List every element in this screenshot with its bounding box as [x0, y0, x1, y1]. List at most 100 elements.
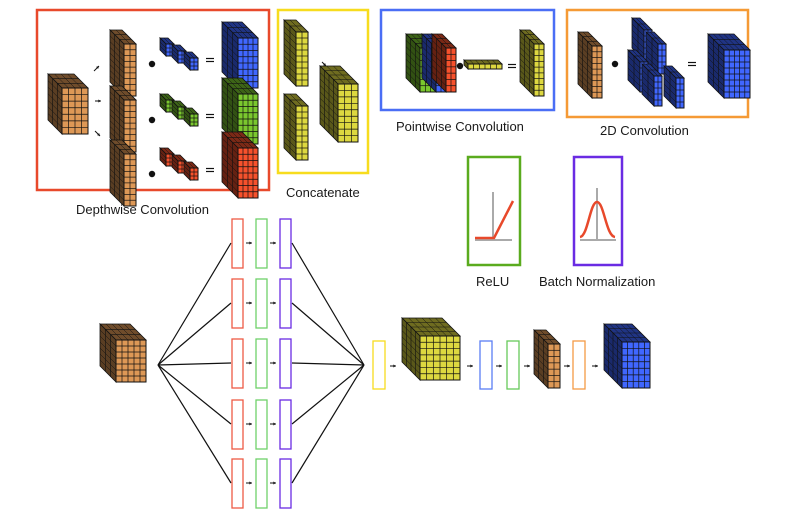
branch-connector: [157, 242, 232, 366]
relu-icon: [475, 192, 515, 241]
branch-connector: [157, 302, 232, 366]
branch-connector: [291, 364, 365, 484]
arrow-icon: [246, 361, 252, 365]
pointwise-convolution-label: Pointwise Convolution: [396, 119, 524, 134]
depthwise-output-tensor-red: [221, 131, 259, 199]
pipeline-concat-tensor: [401, 317, 461, 381]
equals-icon: [206, 167, 214, 173]
kernel-cube: [641, 63, 663, 107]
concatenate-input-slice: [283, 93, 309, 161]
pointwise-output-slice: [519, 29, 545, 97]
batchnorm-frame: [572, 155, 624, 267]
equals-icon: [508, 63, 516, 69]
arrow-icon: [246, 241, 252, 245]
branch-relu-block: [255, 338, 268, 389]
arrow-icon: [95, 99, 101, 103]
pipeline-concatenate-block: [372, 340, 386, 390]
arrow-icon: [524, 364, 530, 368]
branch-connector: [291, 362, 365, 366]
arrow-icon: [321, 61, 327, 67]
arrow-icon: [270, 422, 276, 426]
kernel-cube: [183, 107, 199, 127]
kernel-cube: [159, 93, 175, 113]
network-input-tensor: [99, 323, 147, 383]
network-output-tensor: [603, 323, 651, 389]
convolve-operator-icon: [148, 60, 156, 68]
branch-connector: [291, 242, 365, 366]
depthwise-kernel-blue: [159, 37, 199, 71]
arrow-icon: [270, 301, 276, 305]
arrow-icon: [246, 481, 252, 485]
depthwise-kernel-green: [159, 93, 199, 127]
branch-connector: [157, 364, 232, 484]
pipeline-pointwise-block: [479, 340, 493, 390]
branch-relu-block: [255, 458, 268, 509]
relu-label: ReLU: [476, 274, 510, 289]
branch-relu-block: [255, 218, 268, 269]
batch-normalization-label: Batch Normalization: [539, 274, 656, 289]
depthwise-kernel-red: [159, 147, 199, 181]
arrow-icon: [270, 241, 276, 245]
pipeline-pointwise-output-slice: [533, 329, 561, 389]
convolve-operator-icon: [611, 60, 619, 68]
equals-icon: [688, 61, 696, 67]
branch-connector: [291, 364, 365, 425]
arrow-icon: [592, 364, 598, 368]
depthwise-channel-slice: [109, 139, 137, 207]
convolve-operator-icon: [148, 116, 156, 124]
arrow-icon: [94, 130, 101, 137]
pipeline-conv2d-block: [572, 340, 586, 390]
arrow-icon: [246, 422, 252, 426]
branch-batchnorm-block: [279, 458, 292, 509]
conv2d-kernels: [627, 17, 685, 109]
arrow-icon: [93, 65, 100, 72]
branch-depthwise-block: [231, 399, 244, 450]
concatenate-output-tensor: [319, 65, 359, 143]
arrow-icon: [246, 301, 252, 305]
depthwise-convolution-label: Depthwise Convolution: [76, 202, 209, 217]
arrow-icon: [270, 361, 276, 365]
branch-depthwise-block: [231, 278, 244, 329]
convolve-operator-icon: [456, 62, 464, 70]
depthwise-convolution-frame: [35, 8, 271, 192]
relu-frame: [466, 155, 522, 267]
branch-connector: [157, 364, 232, 425]
kernel-cube: [645, 31, 667, 75]
branch-connector: [157, 362, 232, 366]
branch-batchnorm-block: [279, 338, 292, 389]
kernel-cube: [171, 44, 187, 64]
kernel-cube: [171, 154, 187, 174]
branch-relu-block: [255, 278, 268, 329]
equals-icon: [206, 113, 214, 119]
arrow-icon: [467, 364, 473, 368]
pointwise-convolution-frame: [379, 8, 556, 112]
branch-depthwise-block: [231, 458, 244, 509]
branch-depthwise-block: [231, 218, 244, 269]
kernel-cube: [183, 51, 199, 71]
branch-batchnorm-block: [279, 218, 292, 269]
branch-connector: [291, 302, 365, 366]
kernel-cube: [159, 37, 175, 57]
depthwise-channel-slice: [109, 29, 137, 97]
kernel-cube: [663, 65, 685, 109]
pipeline-relu-block: [506, 340, 520, 390]
kernel-cube: [159, 147, 175, 167]
pointwise-kernel: [463, 59, 503, 70]
kernel-cube: [171, 100, 187, 120]
branch-depthwise-block: [231, 338, 244, 389]
branch-batchnorm-block: [279, 399, 292, 450]
concatenate-label: Concatenate: [286, 185, 360, 200]
arrow-icon: [270, 481, 276, 485]
concatenate-frame: [276, 8, 370, 175]
2d-convolution-label: 2D Convolution: [600, 123, 689, 138]
gaussian-icon: [579, 188, 616, 241]
pointwise-input-tensor: [405, 33, 457, 93]
arrow-icon: [390, 364, 396, 368]
branch-relu-block: [255, 399, 268, 450]
pointwise-input-red: [431, 33, 457, 93]
equals-icon: [206, 57, 214, 63]
depthwise-output-tensor-blue: [221, 21, 259, 89]
concatenate-input-slice: [283, 19, 309, 87]
arrow-icon: [496, 364, 502, 368]
